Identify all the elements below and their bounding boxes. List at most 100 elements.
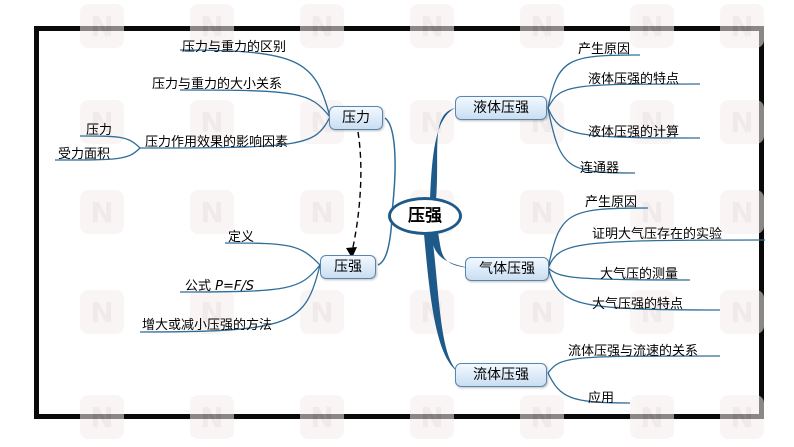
trunk <box>430 108 455 200</box>
watermark-letter: N <box>310 196 334 229</box>
watermark-logo: N <box>80 190 124 234</box>
connector <box>224 242 321 266</box>
watermark-logo: N <box>630 100 674 144</box>
connector <box>179 49 331 118</box>
watermark-letter: N <box>530 196 554 229</box>
connector <box>547 239 766 269</box>
leaf-pressure-velocity-relation: 流体压强与流速的关系 <box>568 344 699 359</box>
connector <box>547 107 636 174</box>
connector <box>139 116 331 149</box>
watermark-logo: N <box>80 290 124 334</box>
watermark-logo: N <box>720 4 764 48</box>
leaf-applications: 应用 <box>588 391 615 406</box>
watermark-letter: N <box>90 196 114 229</box>
center-node[interactable]: 压强 <box>388 197 462 235</box>
connector <box>79 135 141 149</box>
leaf-liquid-calculation: 液体压强的计算 <box>588 125 680 140</box>
watermark-logo: N <box>720 395 764 439</box>
watermark-logo: N <box>190 190 234 234</box>
watermark-logo: N <box>300 290 344 334</box>
connector <box>547 372 631 404</box>
watermark-logo: N <box>520 395 564 439</box>
leaf-definition: 定义 <box>228 230 255 245</box>
leaf-atmosphere-measurement: 大气压的测量 <box>600 267 679 282</box>
watermark-logo: N <box>300 190 344 234</box>
connector <box>547 83 701 109</box>
watermark-letter: N <box>310 401 334 434</box>
watermark-letter: N <box>530 401 554 434</box>
watermark-logo: N <box>190 100 234 144</box>
watermark-logo: N <box>410 4 454 48</box>
connector <box>547 107 701 139</box>
watermark-logo: N <box>720 190 764 234</box>
watermark-logo: N <box>720 290 764 334</box>
leaf-pressure-vs-gravity: 压力与重力的区别 <box>182 40 287 55</box>
watermark-letter: N <box>530 296 554 329</box>
connector <box>547 355 721 374</box>
watermark-letter: N <box>420 106 444 139</box>
connector <box>179 264 321 293</box>
watermark-letter: N <box>730 196 754 229</box>
watermark-logo: N <box>190 290 234 334</box>
watermark-letter: N <box>90 10 114 43</box>
branch-node-fluid[interactable]: 流体压强 <box>455 363 547 387</box>
connector <box>547 267 721 311</box>
watermark-letter: N <box>640 106 664 139</box>
watermark-letter: N <box>90 401 114 434</box>
watermark-letter: N <box>90 106 114 139</box>
watermark-logo: N <box>410 395 454 439</box>
branch-node-liquid[interactable]: 液体压强 <box>455 96 547 120</box>
watermark-letter: N <box>310 296 334 329</box>
leaf-atmosphere-proof-experiment: 证明大气压存在的实验 <box>592 227 723 242</box>
watermark-letter: N <box>90 296 114 329</box>
formula-prefix: 公式 <box>185 279 216 294</box>
watermark-logo: N <box>190 395 234 439</box>
connector <box>54 147 141 161</box>
leaf-connected-vessels: 连通器 <box>580 161 620 176</box>
watermark-logo: N <box>630 395 674 439</box>
leaf-formula: 公式 P=F/S <box>185 279 254 295</box>
watermark-logo: N <box>80 4 124 48</box>
connector <box>547 267 691 281</box>
watermark-letter: N <box>640 296 664 329</box>
watermark-logo: N <box>300 4 344 48</box>
arrow-head-icon <box>346 247 357 258</box>
leaf-liquid-features: 液体压强的特点 <box>588 72 680 87</box>
watermark-logo: N <box>630 4 674 48</box>
branch-node-pressure[interactable]: 压力 <box>329 106 383 130</box>
watermark-letter: N <box>730 10 754 43</box>
watermark-letter: N <box>200 10 224 43</box>
connector <box>547 54 641 109</box>
leaf-change-pressure-methods: 增大或减小压强的方法 <box>142 318 273 333</box>
watermark-letter: N <box>200 196 224 229</box>
watermark-logo: N <box>190 4 234 48</box>
watermark-logo: N <box>720 100 764 144</box>
watermark-letter: N <box>420 10 444 43</box>
watermark-logo: N <box>520 4 564 48</box>
branch-node-pressure-intensity[interactable]: 压强 <box>320 255 376 279</box>
connector <box>384 117 396 213</box>
leaf-gas-cause: 产生原因 <box>585 195 638 210</box>
connector <box>547 207 649 269</box>
watermark-letter: N <box>420 401 444 434</box>
watermark-letter: N <box>310 10 334 43</box>
leaf-factor-area: 受力面积 <box>58 147 111 162</box>
watermark-letter: N <box>640 10 664 43</box>
branch-node-gas[interactable]: 气体压强 <box>465 257 549 281</box>
watermark-logo: N <box>520 290 564 334</box>
leaf-pressure-gravity-magnitude: 压力与重力的大小关系 <box>152 77 283 92</box>
leaf-pressure-effect-factors: 压力作用效果的影响因素 <box>145 135 289 150</box>
leaf-liquid-cause: 产生原因 <box>578 42 631 57</box>
watermark-logo: N <box>300 395 344 439</box>
watermark-letter: N <box>530 10 554 43</box>
watermark-letter: N <box>640 401 664 434</box>
watermark-logo: N <box>520 190 564 234</box>
watermark-letter: N <box>640 196 664 229</box>
watermark-letter: N <box>730 106 754 139</box>
watermark-logo: N <box>410 100 454 144</box>
leaf-factor-force: 压力 <box>86 123 113 138</box>
formula-expression: P=F/S <box>215 279 254 294</box>
connector <box>179 89 331 118</box>
leaf-atmosphere-features: 大气压强的特点 <box>592 297 684 312</box>
